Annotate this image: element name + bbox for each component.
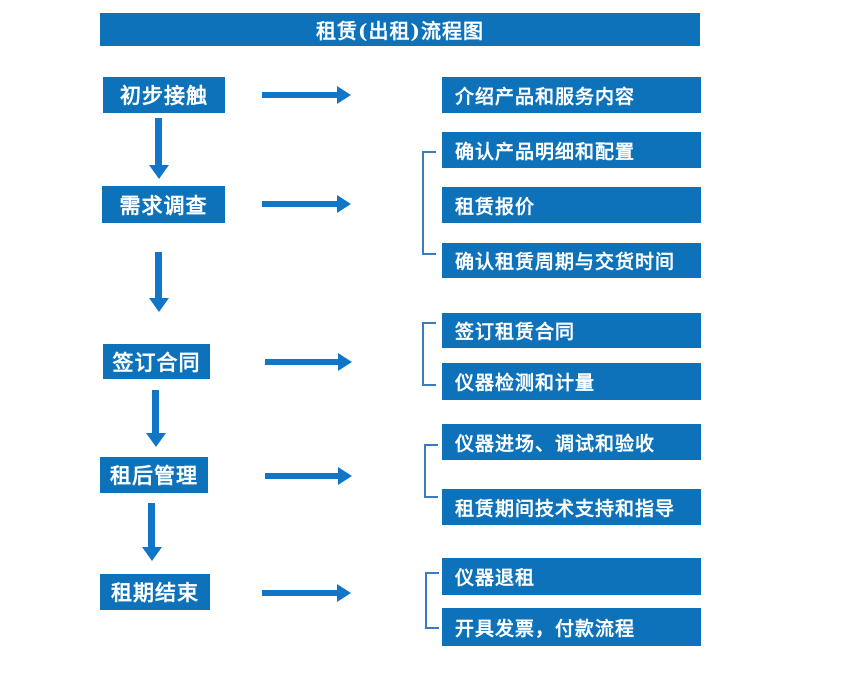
step-box-lease-end: 租期结束 [100,574,210,610]
detail-instrument-testing: 仪器检测和计量 [442,363,701,400]
detail-rental-tech-support: 租赁期间技术支持和指导 [442,489,701,525]
right-arrow-icon [262,86,351,104]
detail-introduce-products: 介绍产品和服务内容 [442,77,701,113]
down-arrow-icon [155,252,162,299]
detail-invoice-payment: 开具发票，付款流程 [442,608,701,646]
detail-confirm-period-delivery: 确认租赁周期与交货时间 [442,243,701,278]
step-box-demand-survey: 需求调查 [102,186,225,223]
detail-label: 介绍产品和服务内容 [455,85,636,108]
right-arrow-icon [262,584,351,602]
step-box-sign-contract: 签订合同 [103,344,210,379]
group-bracket [425,572,439,629]
step-label: 签订合同 [112,349,201,375]
group-bracket [422,322,436,386]
step-label: 需求调查 [119,192,208,218]
flowchart-title: 租赁(出租)流程图 [100,13,700,46]
detail-sign-rental-contract: 签订租赁合同 [442,313,701,348]
flowchart-title-label: 租赁(出租)流程图 [316,19,484,43]
detail-label: 租赁期间技术支持和指导 [455,497,676,520]
down-arrow-icon [148,503,155,548]
step-label: 租后管理 [110,463,198,488]
detail-rental-quote: 租赁报价 [442,187,701,223]
group-bracket [424,444,438,498]
detail-label: 开具发票，付款流程 [455,617,636,640]
detail-label: 仪器检测和计量 [455,372,596,394]
right-arrow-icon [262,195,351,213]
detail-label: 确认产品明细和配置 [455,140,636,163]
detail-label: 签订租赁合同 [455,321,576,343]
down-arrow-icon [155,118,162,166]
detail-label: 确认租赁周期与交货时间 [455,251,676,273]
detail-instrument-setup-acceptance: 仪器进场、调试和验收 [442,424,701,460]
step-label: 租期结束 [111,580,199,605]
right-arrow-icon [265,353,352,371]
detail-instrument-return: 仪器退租 [442,558,701,595]
down-arrow-icon [152,390,159,434]
group-bracket [422,151,436,255]
detail-confirm-product-config: 确认产品明细和配置 [442,132,701,168]
detail-label: 仪器进场、调试和验收 [455,432,656,455]
step-box-post-rental-management: 租后管理 [100,457,208,493]
detail-label: 仪器退租 [455,567,536,589]
step-box-initial-contact: 初步接触 [103,77,225,113]
right-arrow-icon [265,467,352,485]
step-label: 初步接触 [120,83,208,108]
detail-label: 租赁报价 [455,195,536,218]
